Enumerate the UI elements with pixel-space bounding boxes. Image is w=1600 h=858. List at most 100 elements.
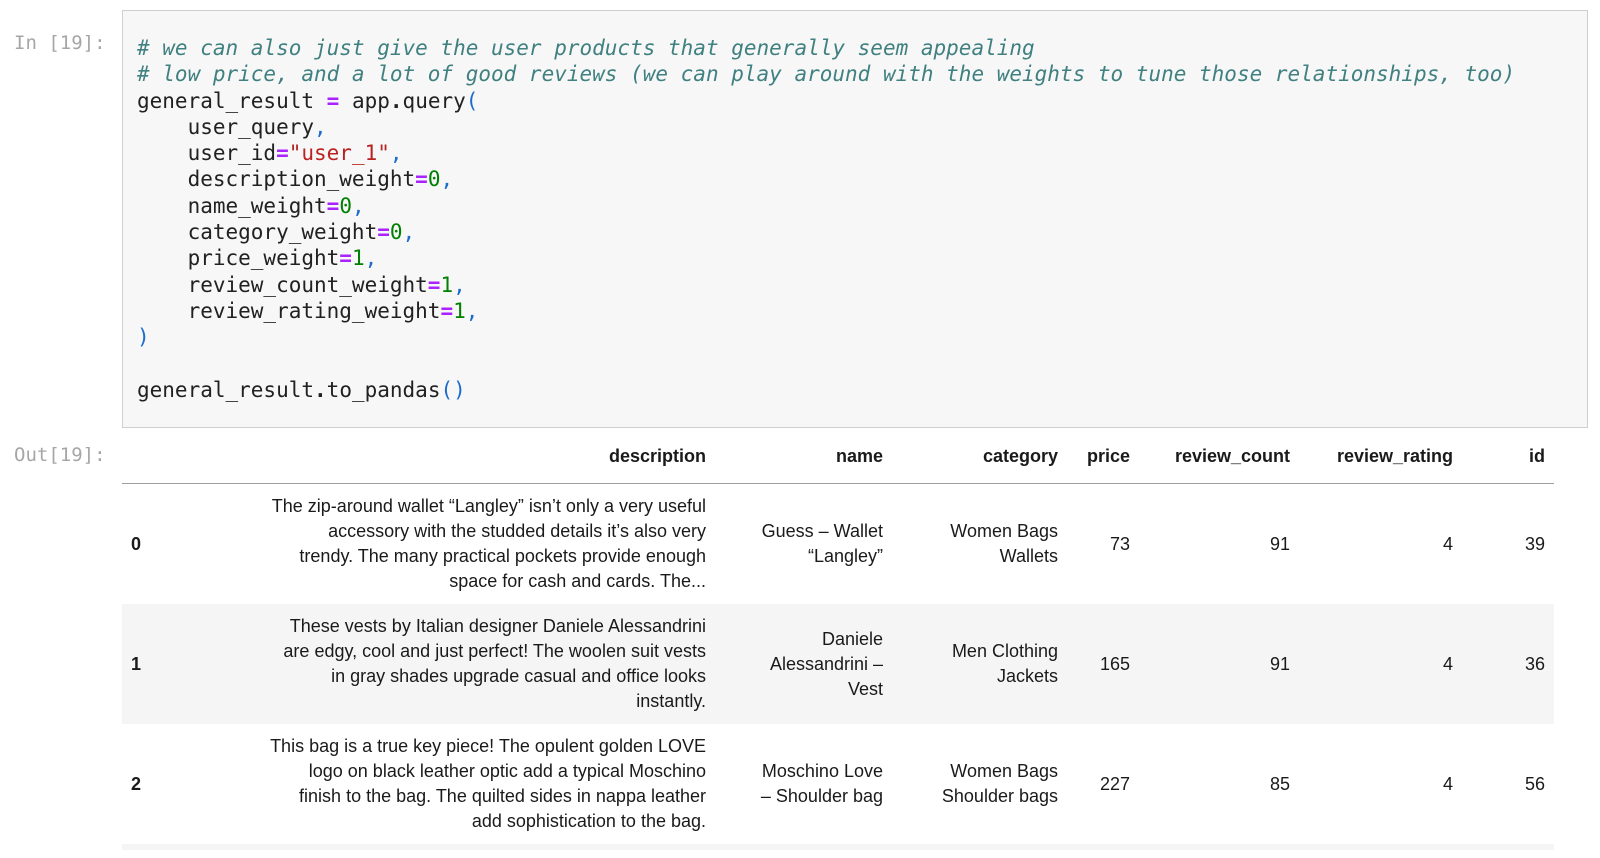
code-line: name_weight=0, — [137, 193, 1573, 219]
code-token-txt: app — [339, 88, 390, 113]
code-token-num: 1 — [453, 298, 466, 323]
code-token-pun: ) — [137, 325, 150, 350]
cell-description: These vests by Italian designer Daniele … — [283, 616, 706, 712]
code-token-str: "user_1" — [288, 141, 390, 166]
cell-price: 227 — [1099, 773, 1130, 794]
cell-price: 165 — [1099, 653, 1130, 674]
column-header-name: name — [715, 434, 892, 485]
input-cell: In [19]: # we can also just give the use… — [0, 10, 1600, 429]
cell-review_rating: 4 — [1442, 773, 1453, 794]
code-token-num: 0 — [339, 193, 352, 218]
row-index: 2 — [131, 773, 142, 794]
column-header-review_rating: review_rating — [1299, 434, 1462, 485]
cell-category: Women Bags Wallets — [950, 521, 1058, 567]
code-token-dot: . — [314, 377, 327, 402]
cell-category: Women Bags Shoulder bags — [941, 761, 1058, 807]
code-token-txt: user_id — [137, 141, 277, 166]
partial-next-row — [122, 844, 1554, 851]
index-corner — [122, 434, 167, 485]
code-token-txt: user_query — [137, 114, 315, 139]
code-line: general_result = app.query( — [137, 88, 1573, 114]
input-prompt: In [19]: — [14, 32, 106, 54]
code-token-pun: , — [364, 246, 378, 271]
code-token-op: = — [440, 298, 454, 323]
cell-price: 73 — [1109, 533, 1130, 554]
code-token-pun: () — [440, 377, 466, 402]
column-header-id: id — [1462, 434, 1554, 485]
code-line: user_query, — [137, 114, 1573, 140]
jupyter-notebook: In [19]: # we can also just give the use… — [0, 10, 1600, 858]
code-token-pun: , — [402, 220, 416, 245]
table-row: 2 This bag is a true key piece! The opule… — [122, 724, 1554, 844]
row-index: 0 — [131, 533, 142, 554]
cell-id: 36 — [1524, 653, 1545, 674]
code-token-op: = — [427, 272, 441, 297]
cell-name: Daniele Alessandrini – Vest — [769, 628, 883, 699]
column-header-price: price — [1067, 434, 1139, 485]
code-token-pun: , — [314, 114, 327, 139]
code-line: # we can also just give the user product… — [137, 35, 1573, 61]
code-token-txt: category_weight — [137, 220, 378, 245]
cell-name: Moschino Love – Shoulder bag — [760, 761, 883, 807]
cell-description: This bag is a true key piece! The opulen… — [270, 736, 706, 832]
code-line: price_weight=1, — [137, 245, 1573, 271]
code-line: category_weight=0, — [137, 219, 1573, 245]
code-token-txt: general_result — [137, 88, 327, 113]
code-token-txt: to_pandas — [326, 377, 441, 402]
code-token-pun: , — [453, 272, 466, 297]
code-line: # low price, and a lot of good reviews (… — [137, 61, 1573, 87]
code-token-op: = — [326, 88, 340, 113]
column-header-category: category — [892, 434, 1067, 485]
code-token-txt: general_result — [137, 377, 315, 402]
code-token-com: # low price, and a lot of good reviews (… — [137, 62, 1516, 87]
code-token-pun: , — [465, 298, 479, 323]
cell-review_rating: 4 — [1442, 533, 1453, 554]
table-row: 0 The zip-around wallet “Langley” isn’t o… — [122, 484, 1554, 605]
code-editor[interactable]: # we can also just give the user product… — [122, 10, 1588, 429]
code-line: review_rating_weight=1, — [137, 298, 1573, 324]
cell-description: The zip-around wallet “Langley” isn’t on… — [271, 496, 706, 592]
code-token-num: 1 — [351, 246, 365, 271]
code-token-com: # we can also just give the user product… — [137, 36, 1035, 60]
column-header-description: description — [167, 434, 715, 485]
cell-review_count: 91 — [1269, 533, 1290, 554]
code-token-pun: , — [389, 141, 403, 166]
code-token-op: = — [339, 246, 352, 271]
cell-id: 56 — [1524, 773, 1545, 794]
output-prompt: Out[19]: — [14, 444, 106, 467]
code-token-txt: review_rating_weight — [137, 298, 441, 323]
code-line: ) — [137, 324, 1573, 350]
cell-category: Men Clothing Jackets — [951, 641, 1058, 687]
cell-review_count: 85 — [1269, 773, 1290, 794]
code-token-pun: , — [351, 193, 365, 218]
code-token-num: 0 — [427, 167, 441, 192]
code-token-num: 1 — [440, 272, 454, 297]
code-token-op: = — [377, 220, 390, 245]
cell-id: 39 — [1524, 533, 1545, 554]
code-line: review_count_weight=1, — [137, 272, 1573, 298]
row-index: 1 — [131, 653, 142, 674]
cell-name: Guess – Wallet “Langley” — [761, 521, 883, 567]
table-row: 1 These vests by Italian designer Daniele… — [122, 604, 1554, 725]
code-token-pun: ( — [465, 88, 479, 113]
cell-review_rating: 4 — [1442, 653, 1453, 674]
code-token-op: = — [415, 167, 428, 192]
column-header-review_count: review_count — [1139, 434, 1299, 485]
code-token-txt: name_weight — [137, 193, 327, 218]
code-token-op: = — [326, 193, 340, 218]
code-line: description_weight=0, — [137, 166, 1573, 192]
code-token-pun: , — [440, 167, 454, 192]
code-token-op: = — [276, 141, 289, 166]
code-line: user_id="user_1", — [137, 140, 1573, 166]
code-token-txt: price_weight — [137, 246, 340, 271]
code-token-txt: review_count_weight — [137, 272, 428, 297]
code-line — [137, 351, 1573, 377]
code-token-num: 0 — [389, 220, 403, 245]
code-token-txt: description_weight — [137, 167, 416, 192]
cell-review_count: 91 — [1269, 653, 1290, 674]
code-token-txt: query — [402, 88, 466, 113]
